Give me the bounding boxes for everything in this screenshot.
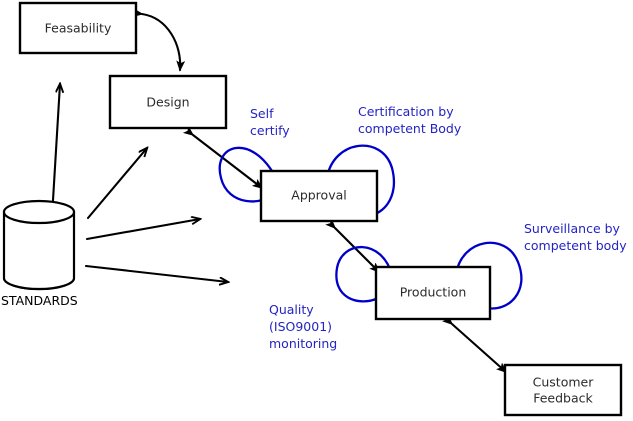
node-design[interactable]: Design bbox=[108, 74, 228, 130]
annotation-self-certify: Self certify bbox=[250, 106, 290, 138]
node-customer-feedback-label-line1: Customer bbox=[533, 375, 595, 390]
edge-design-to-feasability bbox=[142, 14, 180, 70]
annotation-self-certify-line1: Self bbox=[250, 106, 274, 121]
annotation-surveillance-line2: competent body bbox=[524, 238, 627, 253]
annotation-self-certify-line2: certify bbox=[250, 123, 290, 138]
annotation-certification-line2: competent Body bbox=[358, 121, 462, 136]
node-feasability[interactable]: Feasability bbox=[18, 1, 138, 55]
node-customer-feedback-label-line2: Feedback bbox=[533, 391, 593, 406]
edge-approval-to-production bbox=[335, 228, 379, 272]
node-production-label: Production bbox=[400, 285, 467, 300]
annotation-quality-iso9001-monitoring: Quality (ISO9001) monitoring bbox=[269, 302, 337, 351]
annotation-surveillance-by-competent-body: Surveillance by competent body bbox=[524, 221, 627, 253]
node-feasability-label: Feasability bbox=[45, 21, 112, 36]
node-design-label: Design bbox=[146, 95, 189, 110]
loop-production-quality bbox=[335, 246, 392, 303]
edge-design-to-approval bbox=[193, 135, 262, 190]
edge-production-to-customer-feedback bbox=[452, 324, 506, 372]
node-production[interactable]: Production bbox=[374, 265, 492, 321]
annotation-quality-line2: (ISO9001) bbox=[269, 319, 332, 334]
edge-standards-to-design bbox=[86, 148, 147, 220]
node-approval-label: Approval bbox=[291, 188, 346, 203]
edge-standards-to-approval bbox=[85, 219, 200, 241]
annotation-quality-line1: Quality bbox=[269, 302, 314, 317]
node-customer-feedback[interactable]: Customer Feedback bbox=[503, 363, 623, 417]
edge-standards-to-production bbox=[84, 264, 228, 282]
loop-approval-self-certify bbox=[218, 146, 276, 203]
node-standards-datastore[interactable]: STANDARDS bbox=[1, 199, 78, 308]
annotation-quality-line3: monitoring bbox=[269, 336, 337, 351]
node-approval[interactable]: Approval bbox=[259, 169, 379, 223]
annotation-certification-by-competent-body: Certification by competent Body bbox=[358, 104, 462, 136]
node-standards-label: STANDARDS bbox=[1, 293, 78, 308]
annotation-certification-line1: Certification by bbox=[358, 104, 454, 119]
annotation-surveillance-line1: Surveillance by bbox=[524, 221, 621, 236]
loop-approval-certification bbox=[327, 144, 395, 218]
loop-production-surveillance bbox=[456, 241, 523, 310]
